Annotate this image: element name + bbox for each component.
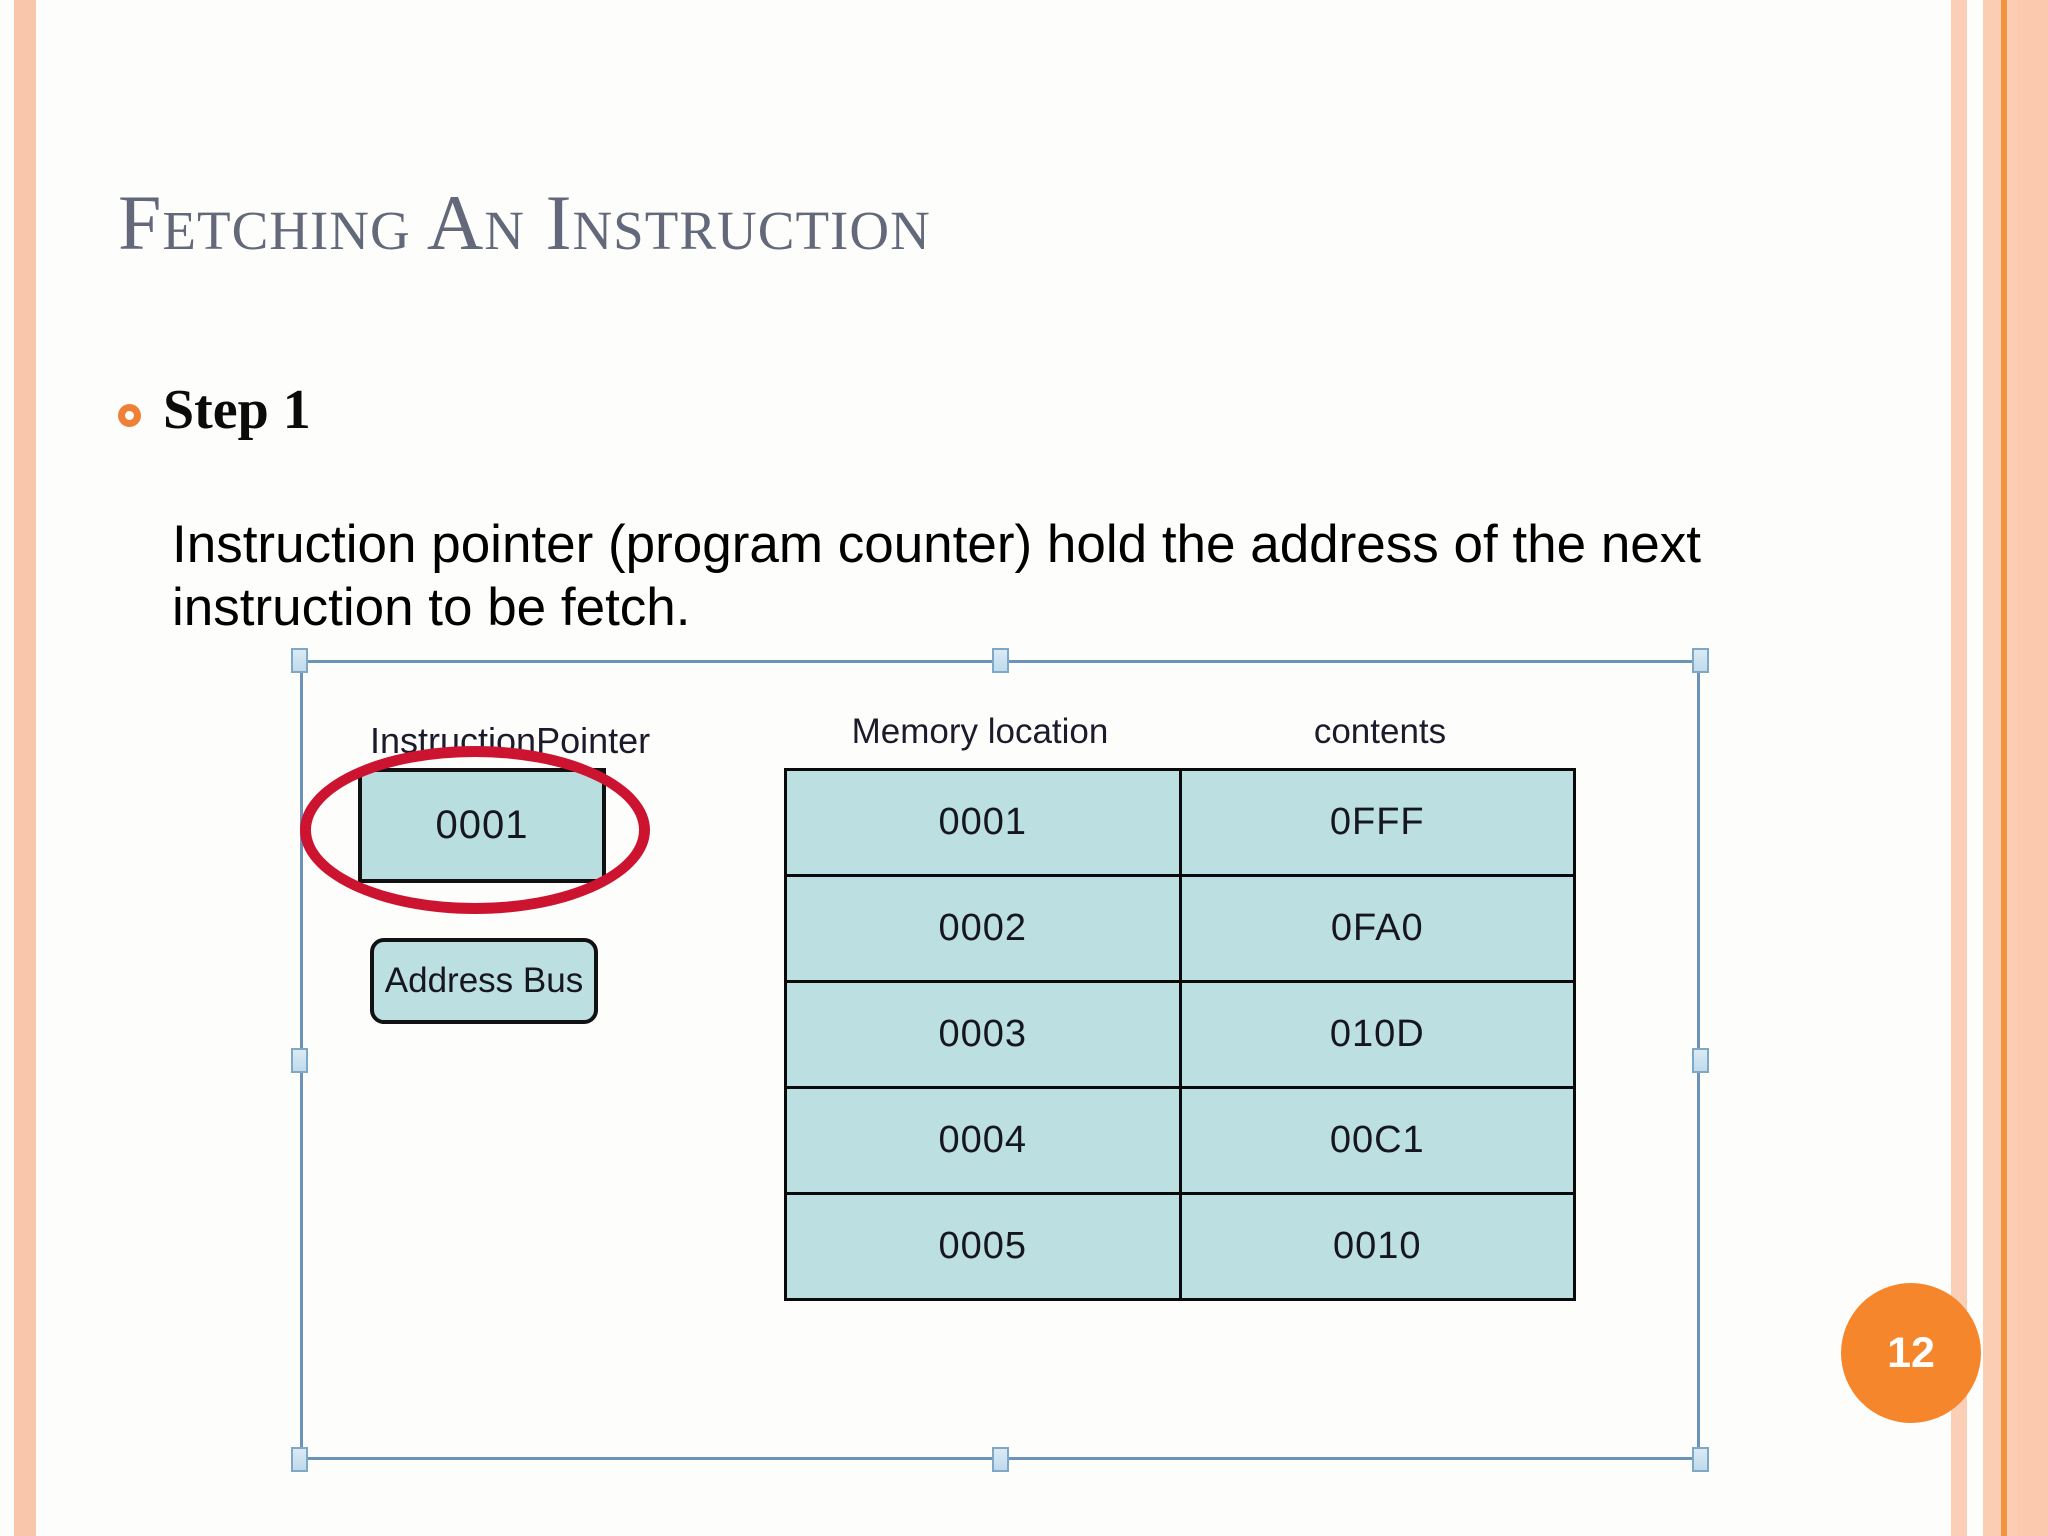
resize-handle-bottom-left[interactable] (291, 1447, 308, 1472)
resize-handle-middle-right[interactable] (1692, 1048, 1709, 1073)
memory-location-cell: 0002 (784, 874, 1182, 983)
decorative-stripe-right-5 (2017, 0, 2048, 1536)
resize-handle-top-left[interactable] (291, 648, 308, 673)
memory-location-cell: 0004 (784, 1086, 1182, 1195)
decorative-stripe-right-4 (2007, 0, 2017, 1536)
address-bus-box: Address Bus (370, 938, 598, 1024)
page-number-badge: 12 (1841, 1283, 1981, 1423)
decorative-stripe-right-3 (2001, 0, 2007, 1536)
step-bullet-row: Step 1 (118, 382, 311, 438)
page-title: Fetching an Instruction (118, 179, 931, 266)
embedded-diagram-object[interactable]: InstructionPointer 0001 Address Bus Memo… (291, 648, 1709, 1472)
memory-contents-cell: 010D (1178, 980, 1576, 1089)
memory-location-header: Memory location (851, 712, 1109, 751)
memory-contents-cell: 0FFF (1178, 768, 1576, 877)
memory-table: 0001 0FFF 0002 0FA0 0003 010D 0004 00C1 … (784, 768, 1576, 1301)
red-ellipse-annotation-icon (300, 746, 650, 914)
resize-handle-bottom-middle[interactable] (992, 1447, 1009, 1472)
decorative-stripe-left (14, 0, 36, 1536)
memory-location-cell: 0001 (784, 768, 1182, 877)
memory-contents-cell: 00C1 (1178, 1086, 1576, 1195)
step-label: Step 1 (163, 379, 311, 441)
memory-contents-cell: 0FA0 (1178, 874, 1576, 983)
table-row: 0001 0FFF (784, 768, 1576, 877)
ring-bullet-icon (118, 404, 141, 427)
table-row: 0002 0FA0 (784, 874, 1576, 983)
resize-handle-top-right[interactable] (1692, 648, 1709, 673)
resize-handle-middle-left[interactable] (291, 1048, 308, 1073)
resize-handle-top-middle[interactable] (992, 648, 1009, 673)
memory-location-cell: 0005 (784, 1192, 1182, 1301)
table-row: 0003 010D (784, 980, 1576, 1089)
memory-location-cell: 0003 (784, 980, 1182, 1089)
resize-handle-bottom-right[interactable] (1692, 1447, 1709, 1472)
table-row: 0004 00C1 (784, 1086, 1576, 1195)
memory-table-headers: Memory location contents (780, 712, 1580, 752)
decorative-stripe-right-1 (1951, 0, 1967, 1536)
table-row: 0005 0010 (784, 1192, 1576, 1301)
contents-header: contents (1313, 712, 1447, 751)
address-bus-label: Address Bus (384, 961, 584, 1000)
decorative-stripe-right-2 (1983, 0, 2001, 1536)
memory-contents-cell: 0010 (1178, 1192, 1576, 1301)
body-paragraph: Instruction pointer (program counter) ho… (172, 515, 1702, 637)
